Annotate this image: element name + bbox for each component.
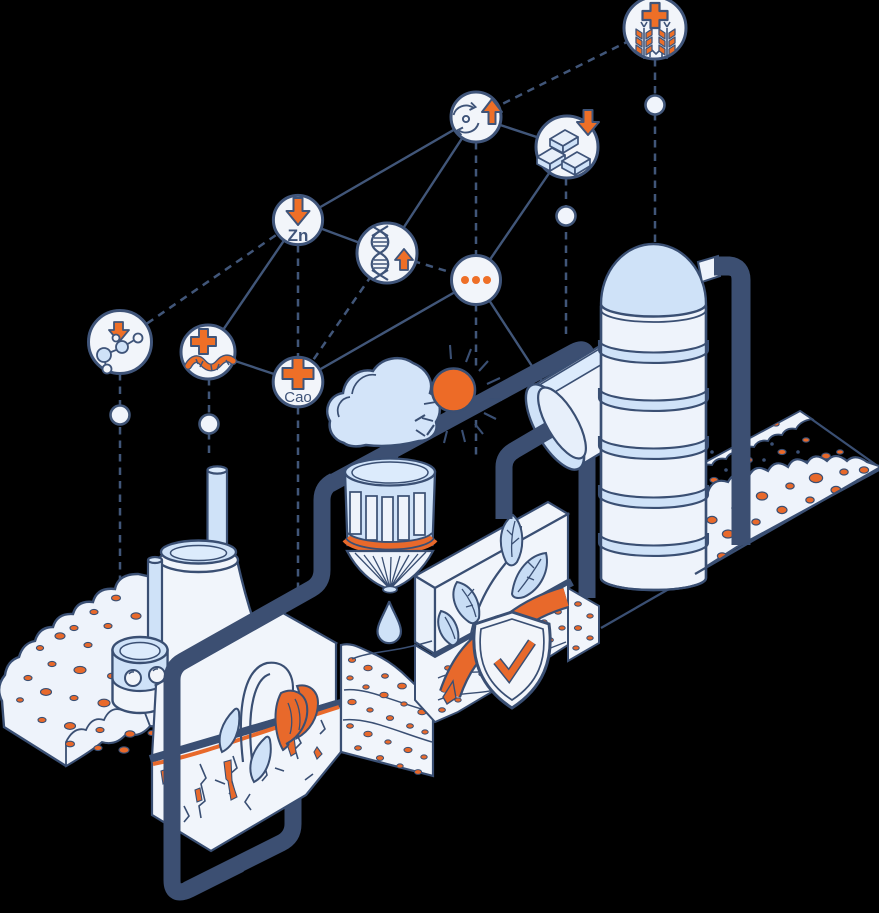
svg-text:Zn: Zn [288, 226, 309, 245]
svg-text:Cao: Cao [284, 389, 312, 406]
